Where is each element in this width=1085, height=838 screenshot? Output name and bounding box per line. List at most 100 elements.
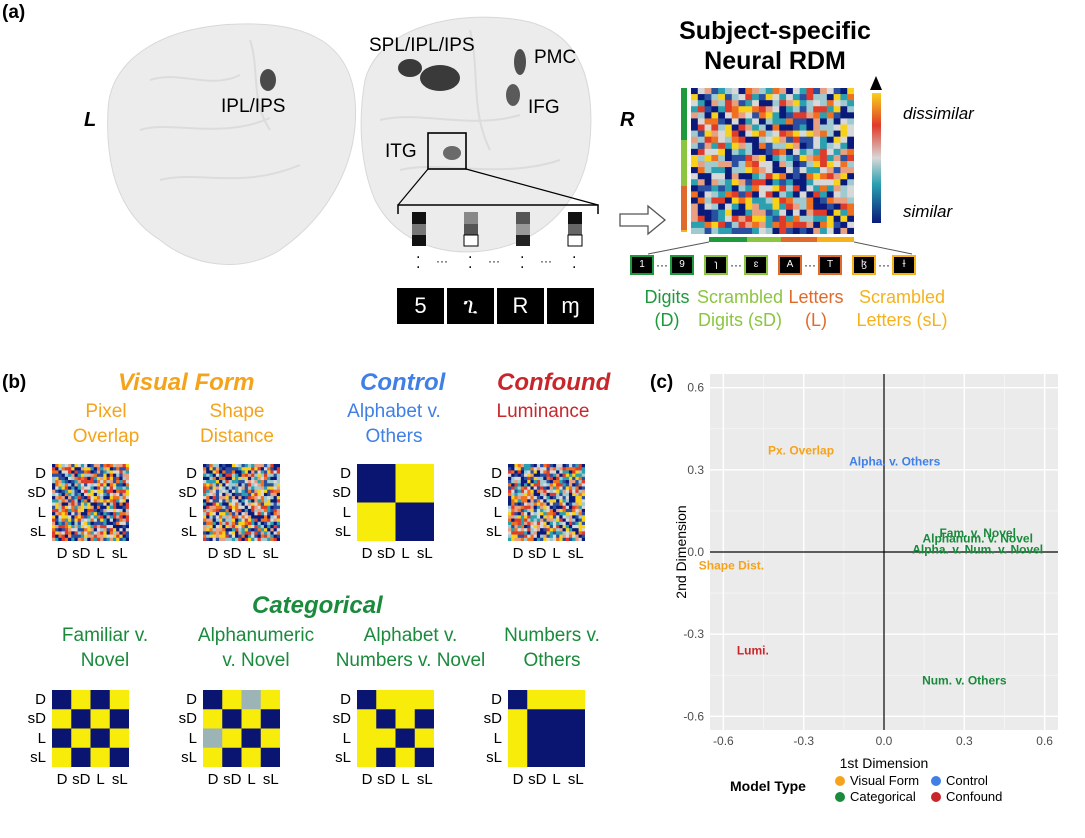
rdm-cell [546, 492, 551, 497]
rdm-cell [251, 480, 255, 484]
matrix-col-tick: sL [111, 771, 128, 788]
rdm-cell [731, 197, 739, 204]
rdm-cell [254, 531, 258, 535]
rdm-cell [536, 537, 541, 541]
rdm-cell [247, 492, 252, 497]
rdm-cell [52, 528, 56, 532]
rdm-cell [254, 518, 258, 523]
rdm-cell [257, 473, 262, 478]
rdm-cell [238, 521, 242, 526]
rdm-cell [247, 512, 252, 516]
rdm-cell [122, 508, 127, 513]
rdm-cell [799, 130, 807, 137]
rdm-cell [581, 470, 585, 474]
rdm-cell [68, 470, 72, 474]
rdm-cell [565, 502, 570, 507]
rdm-cell [106, 534, 111, 539]
rdm-cell [799, 221, 807, 229]
rdm-cell [697, 124, 705, 131]
rdm-cell [520, 492, 525, 497]
rdm-cell [238, 505, 242, 510]
rdm-cell [772, 94, 780, 101]
rdm-cell [786, 136, 794, 144]
rdm-cell [270, 534, 274, 539]
rdm-cell [527, 531, 531, 535]
rdm-cell [231, 483, 236, 487]
rdm-cell [71, 502, 75, 507]
rdm-cell [799, 154, 807, 162]
rdm-cell [840, 221, 848, 229]
rdm-cell [511, 508, 515, 513]
rdm-cell [74, 502, 78, 507]
rdm-cell [71, 476, 75, 481]
rdm-cell [273, 534, 278, 539]
rdm-block [260, 728, 280, 749]
rdm-cell [546, 464, 551, 468]
rdm-cell [263, 515, 268, 519]
rdm-cell [799, 100, 807, 107]
rdm-cell [222, 508, 226, 513]
rdm-block [565, 747, 585, 767]
rdm-cell [724, 203, 733, 210]
rdm-cell [74, 512, 78, 516]
rdm-cell [125, 496, 129, 500]
rdm-cell [103, 467, 107, 471]
rdm-cell [112, 508, 117, 513]
rdm-cell [64, 537, 69, 541]
rdm-cell [100, 499, 104, 503]
scale-bottom-label: similar [903, 202, 953, 221]
rdm-cell [792, 94, 800, 101]
rdm-cell [691, 209, 699, 217]
rdm-cell [231, 492, 236, 497]
rdm-cell [738, 118, 746, 125]
rdm-cell [260, 499, 265, 503]
rdm-cell [786, 173, 794, 180]
rdm-cell [84, 537, 88, 541]
rdm-cell [779, 94, 787, 101]
rdm-cell [565, 489, 570, 494]
rdm-cell [758, 227, 767, 234]
rdm-cell [833, 185, 841, 192]
model-name: Numbers v.Others [504, 625, 600, 671]
rdm-cell [84, 480, 88, 484]
rdm-cell [530, 531, 534, 535]
rdm-cell [276, 534, 280, 539]
rdm-cell [228, 464, 233, 468]
rdm-cell [270, 502, 274, 507]
rdm-cell [238, 515, 242, 519]
rdm-cell [231, 531, 236, 535]
rdm-cell [530, 473, 534, 478]
rdm-cell [546, 531, 551, 535]
rdm-block [414, 464, 434, 484]
rdm-cell [581, 524, 585, 529]
rdm-cell [779, 130, 787, 137]
rdm-cell [517, 505, 522, 510]
rdm-cell [241, 521, 246, 526]
rdm-cell [235, 499, 239, 503]
rdm-cell [228, 508, 233, 513]
rdm-cell [549, 464, 554, 468]
rdm-cell [745, 106, 753, 113]
rdm-cell [254, 464, 258, 468]
rdm-cell [568, 524, 573, 529]
rdm-cell [112, 528, 117, 532]
rdm-cell [549, 470, 554, 474]
rdm-cell [84, 534, 88, 539]
rdm-cell [103, 473, 107, 478]
rdm-cell [559, 505, 563, 510]
rdm-cell [552, 492, 557, 497]
rdm-cell [215, 489, 220, 494]
rdm-cell [738, 142, 746, 150]
rdm-cell [549, 528, 554, 532]
rdm-cell [231, 512, 236, 516]
rdm-cell [80, 480, 85, 484]
rdm-cell [565, 515, 570, 519]
rdm-cell [711, 221, 719, 229]
rdm-cell [711, 100, 719, 107]
rdm-cell [58, 518, 62, 523]
rdm-cell [724, 148, 733, 156]
rdm-cell [106, 537, 111, 541]
rdm-cell [711, 167, 719, 174]
rdm-cell [260, 534, 265, 539]
